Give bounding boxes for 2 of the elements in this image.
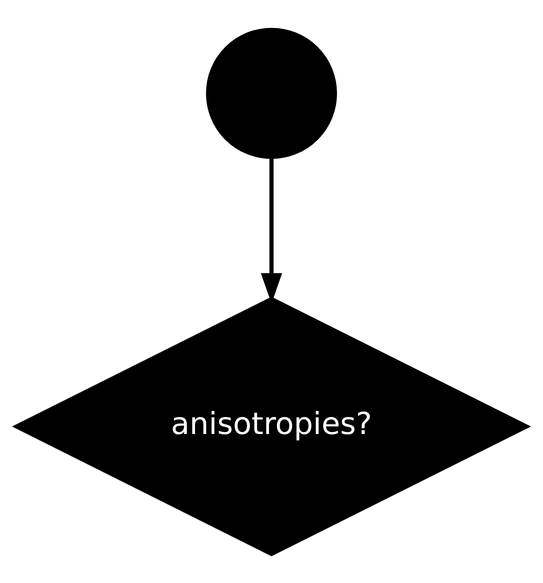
node-diamond: anisotropies? [12,296,531,556]
node-circle [206,27,338,158]
